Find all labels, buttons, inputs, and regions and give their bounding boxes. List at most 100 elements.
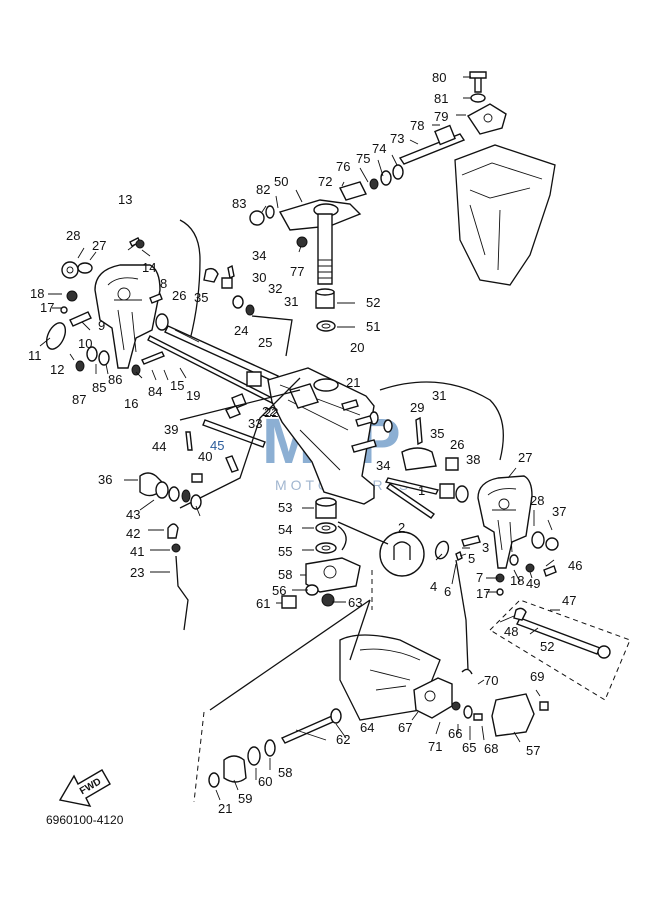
part-label: 24 xyxy=(234,323,248,338)
part-number-labels: 80 81 79 78 73 74 75 76 72 82 50 83 77 1… xyxy=(28,70,582,816)
part-label: 20 xyxy=(350,340,364,355)
part-label: 35 xyxy=(430,426,444,441)
part-label: 41 xyxy=(130,544,144,559)
part-label: 55 xyxy=(278,544,292,559)
part-label: 51 xyxy=(366,319,380,334)
part-label: 39 xyxy=(164,422,178,437)
part-label: 34 xyxy=(376,458,390,473)
swivel-bracket-assembly xyxy=(179,367,377,509)
part-label: 32 xyxy=(268,281,282,296)
part-label: 29 xyxy=(410,400,424,415)
part-label: 69 xyxy=(530,669,544,684)
part-label: 9 xyxy=(98,318,105,333)
part-label: 52 xyxy=(366,295,380,310)
right-bracket-assembly xyxy=(355,381,559,671)
part-label: 57 xyxy=(526,743,540,758)
part-label: 36 xyxy=(98,472,112,487)
spring-rod-group xyxy=(489,599,631,701)
part-label: 31 xyxy=(284,294,298,309)
left-bracket-assembly xyxy=(39,219,293,448)
part-label: 76 xyxy=(336,159,350,174)
part-label: 7 xyxy=(476,570,483,585)
part-label: 15 xyxy=(170,378,184,393)
part-label: 26 xyxy=(450,437,464,452)
part-label: 48 xyxy=(504,624,518,639)
part-label: 25 xyxy=(258,335,272,350)
lower-mount-stack xyxy=(276,497,425,609)
part-label: 72 xyxy=(318,174,332,189)
part-label: 5 xyxy=(468,551,475,566)
part-label: 42 xyxy=(126,526,140,541)
part-label: 23 xyxy=(130,565,144,580)
part-label: 56 xyxy=(272,583,286,598)
part-label: 13 xyxy=(118,192,132,207)
part-label: 27 xyxy=(92,238,106,253)
part-label: 62 xyxy=(336,732,350,747)
part-label: 66 xyxy=(448,726,462,741)
part-label: 83 xyxy=(232,196,246,211)
part-label: 11 xyxy=(28,348,42,363)
part-label: 80 xyxy=(432,70,446,85)
part-label: 3 xyxy=(482,540,489,555)
part-label: 22 xyxy=(262,404,276,419)
part-label: 58 xyxy=(278,765,292,780)
part-label: 1 xyxy=(418,483,425,498)
part-label: 49 xyxy=(526,576,540,591)
part-label: 74 xyxy=(372,141,386,156)
part-label: 35 xyxy=(194,290,208,305)
part-label: 4 xyxy=(430,579,437,594)
part-label: 18 xyxy=(510,573,524,588)
part-label: 75 xyxy=(356,151,370,166)
part-label: 45 xyxy=(210,438,224,453)
part-label: 40 xyxy=(198,449,212,464)
fwd-arrow-icon: FWD xyxy=(58,769,111,807)
part-label: 33 xyxy=(248,416,262,431)
part-label: 61 xyxy=(256,596,270,611)
part-label: 21 xyxy=(346,375,360,390)
lower-left-linkage xyxy=(124,431,239,631)
part-label: 6 xyxy=(444,584,451,599)
part-label: 18 xyxy=(30,286,44,301)
part-label: 64 xyxy=(360,720,374,735)
part-label: 79 xyxy=(434,109,448,124)
part-label: 68 xyxy=(484,741,498,756)
diagram-code: 6960100-4120 xyxy=(46,813,124,827)
part-label: 17 xyxy=(476,586,490,601)
part-label: 30 xyxy=(252,270,266,285)
part-label: 47 xyxy=(562,593,576,608)
part-label: 73 xyxy=(390,131,404,146)
part-label: 44 xyxy=(152,439,166,454)
part-label: 27 xyxy=(518,450,532,465)
part-label: 17 xyxy=(40,300,54,315)
part-label: 53 xyxy=(278,500,292,515)
part-label: 58 xyxy=(278,567,292,582)
part-label: 59 xyxy=(238,791,252,806)
part-label: 81 xyxy=(434,91,448,106)
part-label: 14 xyxy=(142,260,156,275)
part-label: 12 xyxy=(50,362,64,377)
part-label: 78 xyxy=(410,118,424,133)
part-label: 21 xyxy=(218,801,232,816)
part-label: 85 xyxy=(92,380,106,395)
tilt-lock-assembly xyxy=(411,668,549,743)
part-label: 52 xyxy=(540,639,554,654)
part-label: 86 xyxy=(108,372,122,387)
part-label: 22 xyxy=(264,405,278,420)
part-label: 38 xyxy=(466,452,480,467)
lower-case-assembly xyxy=(193,570,441,803)
part-label: 50 xyxy=(274,174,288,189)
part-label: 37 xyxy=(552,504,566,519)
part-label: 70 xyxy=(484,673,498,688)
part-label: 54 xyxy=(278,522,292,537)
part-label: 63 xyxy=(348,595,362,610)
part-label: 31 xyxy=(432,388,446,403)
part-label: 8 xyxy=(160,276,167,291)
part-label: 77 xyxy=(290,264,304,279)
part-label: 71 xyxy=(428,739,442,754)
part-label: 34 xyxy=(252,248,266,263)
part-label: 16 xyxy=(124,396,138,411)
part-label: 65 xyxy=(462,740,476,755)
steering-assembly xyxy=(249,71,556,332)
part-label: 82 xyxy=(256,182,270,197)
